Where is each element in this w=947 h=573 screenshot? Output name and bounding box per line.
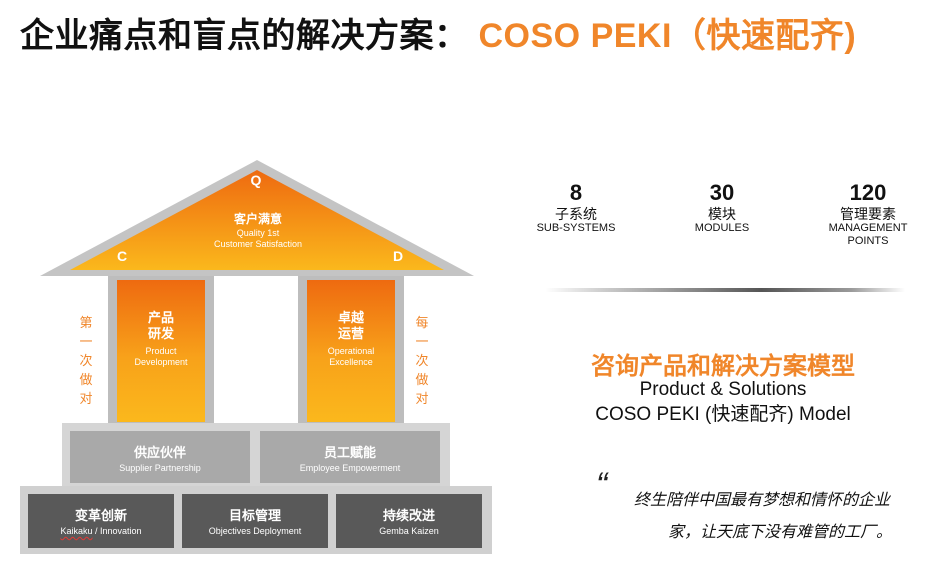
tier2-1-zh: 供应伙伴 bbox=[133, 445, 186, 460]
stat-label-en: SUB-SYSTEMS bbox=[536, 222, 616, 234]
pillar-2-zh-1: 卓越 bbox=[337, 310, 364, 325]
side-text-right: 每 一 次 做 对 bbox=[414, 313, 430, 408]
stat-sub-systems: 8 子系统 SUB-SYSTEMS bbox=[506, 180, 646, 235]
roof-label-zh: 客户满意 bbox=[233, 212, 282, 226]
roof-label-en-2: Customer Satisfaction bbox=[213, 239, 303, 249]
tier3-1-en-rest: / Innovation bbox=[92, 526, 142, 536]
pillar-2-zh-2: 运营 bbox=[337, 326, 364, 341]
stat-label-en: MANAGEMENT bbox=[828, 222, 908, 234]
side-left-char: 次 bbox=[79, 353, 93, 368]
quote-mark-icon: “ bbox=[596, 466, 608, 504]
tier3-1-en: Kaikaku / Innovation bbox=[28, 526, 174, 537]
slogan-line-1: 终生陪伴中国最有梦想和情怀的企业 bbox=[634, 492, 891, 509]
tier2-2-en: Employee Empowerment bbox=[299, 463, 401, 473]
pillar-1-en-2: Development bbox=[134, 357, 188, 367]
roof-fill bbox=[70, 170, 444, 270]
roof-label-en-1: Quality 1st bbox=[236, 228, 280, 238]
section-divider bbox=[545, 288, 905, 292]
pillar-product-development: 产品 研发 Product Development bbox=[117, 280, 205, 422]
side-left-char: 第 bbox=[79, 315, 93, 330]
stat-label-en: MODULES bbox=[694, 222, 750, 234]
roof-d-label: D bbox=[392, 248, 404, 264]
side-text-left: 第 一 次 做 对 bbox=[78, 313, 94, 408]
stat-modules: 30 模块 MODULES bbox=[652, 180, 792, 235]
house-roof bbox=[40, 160, 474, 276]
side-right-char: 对 bbox=[415, 391, 429, 406]
stat-label-zh: 模块 bbox=[708, 206, 736, 222]
side-right-char: 做 bbox=[415, 372, 429, 387]
model-title-en-2: COSO PEKI (快速配齐) Model bbox=[595, 404, 851, 425]
tier3-innovation: 变革创新 Kaikaku / Innovation bbox=[28, 494, 174, 548]
side-left-char: 对 bbox=[79, 391, 93, 406]
tier3-3-en: Gemba Kaizen bbox=[379, 526, 439, 536]
tier3-1-zh: 变革创新 bbox=[74, 508, 127, 523]
tier3-2-zh: 目标管理 bbox=[228, 508, 281, 523]
tier3-gemba-kaizen: 持续改进 Gemba Kaizen bbox=[336, 494, 482, 548]
title-accent: COSO PEKI（快速配齐) bbox=[478, 17, 857, 55]
tier3-1-en-underlined: Kaikaku bbox=[60, 526, 93, 536]
side-right-char: 次 bbox=[415, 353, 429, 368]
side-left-char: 一 bbox=[79, 334, 93, 349]
pillar-operational-excellence: 卓越 运营 Operational Excellence bbox=[307, 280, 395, 422]
roof-c-label: C bbox=[116, 248, 128, 264]
pillar-1-zh-1: 产品 bbox=[147, 310, 174, 325]
pillar-1-en-1: Product bbox=[145, 346, 177, 356]
model-title-zh: 咨询产品和解决方案模型 bbox=[591, 353, 855, 380]
stat-number: 30 bbox=[709, 180, 735, 205]
pillar-2-en-2: Excellence bbox=[329, 357, 373, 367]
tier2-employee-empowerment: 员工赋能 Employee Empowerment bbox=[260, 431, 440, 483]
tier3-objectives-deployment: 目标管理 Objectives Deployment bbox=[182, 494, 328, 548]
stat-label-zh: 管理要素 bbox=[840, 206, 896, 222]
tier3-2-en: Objectives Deployment bbox=[208, 526, 302, 536]
stat-number: 120 bbox=[849, 180, 887, 205]
side-right-char: 每 bbox=[415, 315, 429, 330]
title-main: 企业痛点和盲点的解决方案： bbox=[20, 17, 469, 55]
tier2-2-zh: 员工赋能 bbox=[323, 445, 376, 460]
stat-management-points: 120 管理要素 MANAGEMENT POINTS bbox=[798, 180, 938, 248]
roof-q-label: Q bbox=[250, 172, 262, 188]
page-title: 企业痛点和盲点的解决方案：COSO PEKI（快速配齐) bbox=[20, 8, 856, 57]
slogan-line-2: 家，让天底下没有难管的工厂。 bbox=[668, 524, 893, 541]
roof-caption: 客户满意 Quality 1st Customer Satisfaction bbox=[170, 212, 346, 250]
stat-number: 8 bbox=[569, 180, 583, 205]
side-left-char: 做 bbox=[79, 372, 93, 387]
tier2-1-en: Supplier Partnership bbox=[119, 463, 201, 473]
pillar-2-en-1: Operational bbox=[327, 346, 375, 356]
side-right-char: 一 bbox=[415, 334, 429, 349]
tier3-3-zh: 持续改进 bbox=[382, 508, 435, 523]
stat-label-zh: 子系统 bbox=[555, 206, 597, 222]
pillar-1-zh-2: 研发 bbox=[147, 326, 174, 341]
model-title-en-1: Product & Solutions bbox=[639, 379, 807, 400]
stat-label-en-2: POINTS bbox=[847, 235, 889, 247]
tier2-supplier-partnership: 供应伙伴 Supplier Partnership bbox=[70, 431, 250, 483]
